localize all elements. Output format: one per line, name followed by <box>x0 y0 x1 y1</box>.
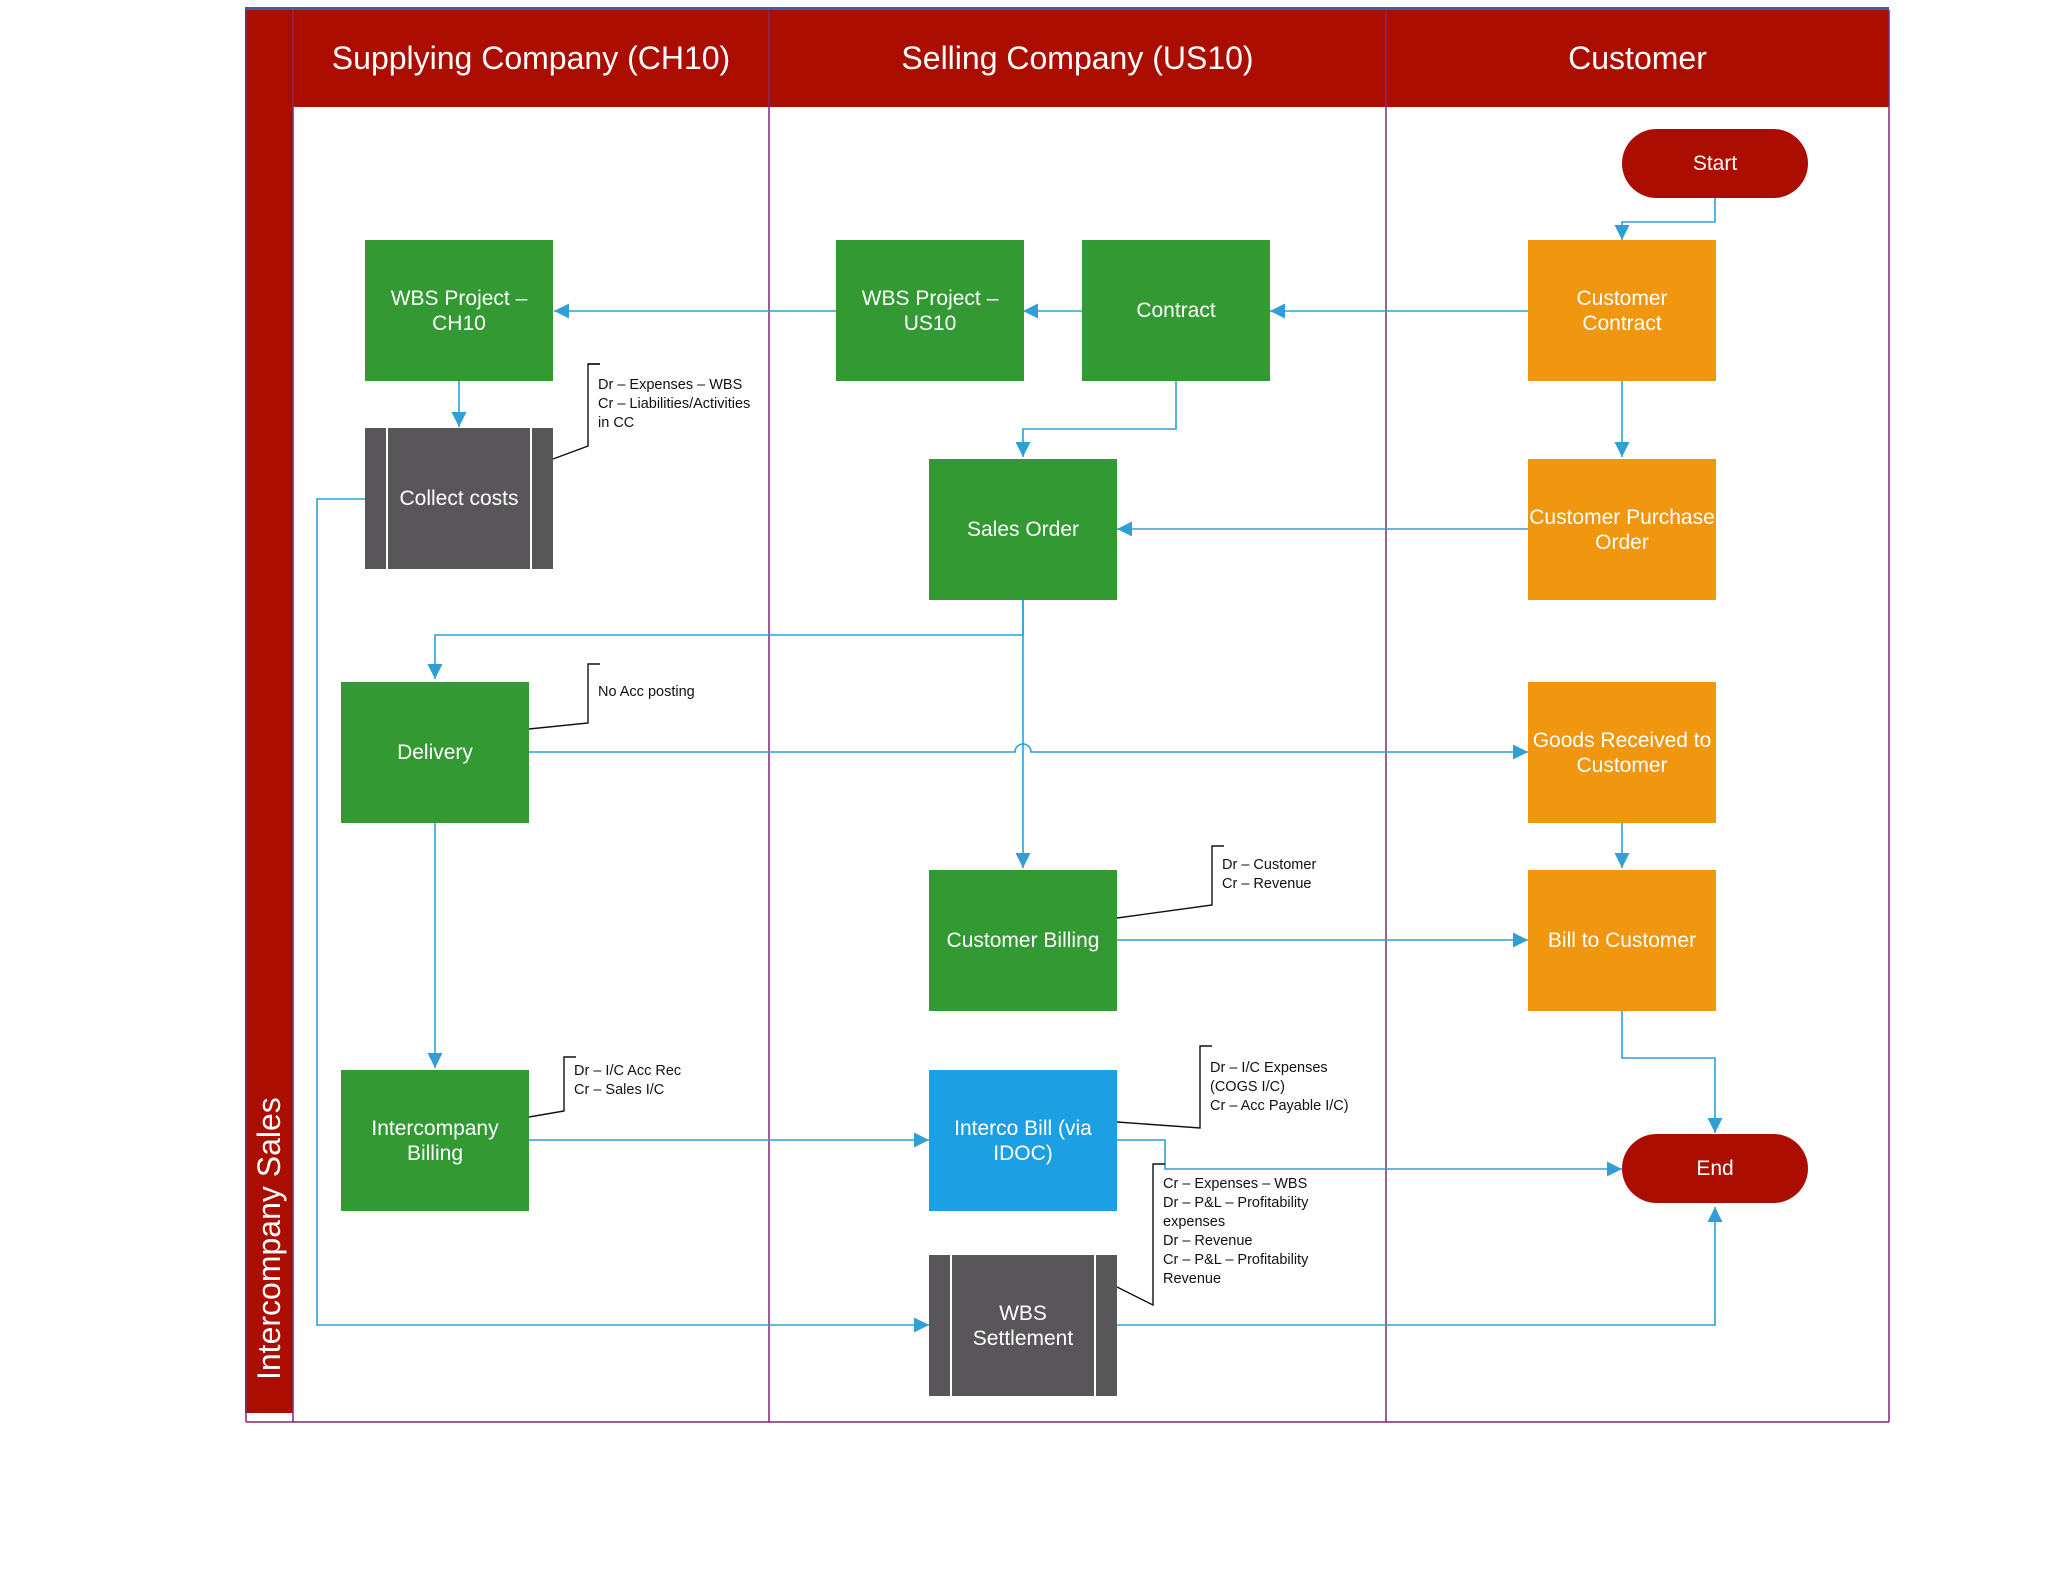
collect-costs-label: Collect costs <box>399 487 519 510</box>
end-terminator: End <box>1622 1134 1808 1203</box>
lane-header-customer: Customer <box>1568 40 1707 76</box>
wbs-project-ch10-task: WBS Project – CH10 <box>365 240 553 381</box>
edge-collect-costs-to-wbs-settlement <box>316 498 929 1333</box>
wbs-project-us10-task: WBS Project – US10 <box>836 240 1024 381</box>
delivery-task: Delivery <box>341 682 529 823</box>
annotation-customer-billing: Dr – Customer Cr – Revenue <box>1222 857 1317 892</box>
annotation-intercompany-billing: Dr – I/C Acc Rec Cr – Sales I/C <box>574 1063 682 1098</box>
customer-contract-task: Customer Contract <box>1528 240 1716 381</box>
annotation-interco-bill: Dr – I/C Expenses (COGS I/C) Cr – Acc Pa… <box>1210 1060 1349 1114</box>
annotation-collect-costs: Dr – Expenses – WBS Cr – Liabilities/Act… <box>598 377 751 431</box>
goods-received-task: Goods Received to Customer <box>1528 682 1716 823</box>
intercompany-billing-task: Intercompany Billing <box>341 1070 529 1211</box>
lane-header-band <box>293 10 1889 107</box>
annotation-brackets <box>528 363 1224 1307</box>
subprocess-bar-left <box>386 428 388 569</box>
subprocess-bar-left <box>950 1255 952 1396</box>
wbs-settlement-label: WBS Settlement <box>972 1301 1074 1350</box>
edge-bill-to-end <box>1621 1011 1723 1133</box>
wbs-settlement-subprocess: WBS Settlement <box>929 1255 1117 1396</box>
interco-bill-task: Interco Bill (via IDOC) <box>929 1070 1117 1211</box>
edge-interco-bill-to-end <box>1117 1139 1622 1177</box>
edge-delivery-to-goods-received <box>529 743 1528 760</box>
top-border <box>245 7 1889 11</box>
subprocess-bar-right <box>530 428 532 569</box>
annotation-wbs-settlement: Cr – Expenses – WBS Dr – P&L – Profitabi… <box>1163 1176 1309 1287</box>
start-terminator: Start <box>1622 129 1808 198</box>
bill-to-customer-task: Bill to Customer <box>1528 870 1716 1011</box>
customer-billing-task: Customer Billing <box>929 870 1117 1011</box>
customer-purchase-order-task: Customer Purchase Order <box>1528 459 1716 600</box>
subprocess-bar-right <box>1094 1255 1096 1396</box>
edge-wbs-settlement-to-end <box>1117 1207 1723 1326</box>
annotation-delivery: No Acc posting <box>598 684 695 700</box>
edge-contract-to-sales-order <box>1015 381 1177 457</box>
sales-order-task: Sales Order <box>929 459 1117 600</box>
flow-connectors <box>316 198 1723 1333</box>
lane-header-selling: Selling Company (US10) <box>901 40 1254 76</box>
edge-start-to-customer-contract <box>1614 198 1716 240</box>
lane-dividers <box>245 10 1890 1423</box>
pool-band <box>245 10 293 1413</box>
lane-header-supplying: Supplying Company (CH10) <box>331 40 731 76</box>
collect-costs-subprocess: Collect costs <box>365 428 553 569</box>
contract-task: Contract <box>1082 240 1270 381</box>
edge-sales-order-to-delivery <box>427 599 1024 679</box>
